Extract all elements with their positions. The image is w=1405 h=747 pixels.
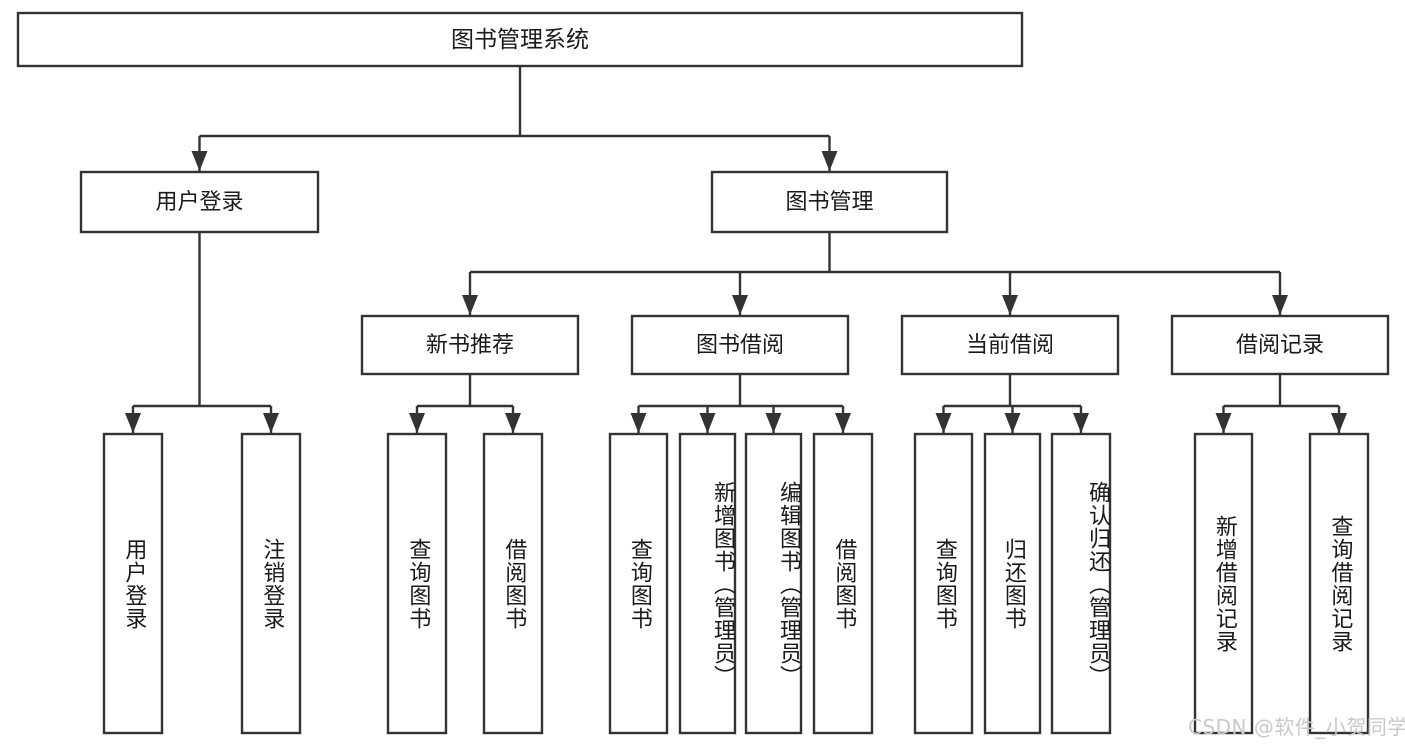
newbook-arrowhead-1 (505, 413, 521, 433)
root-arrowhead-0 (191, 151, 208, 171)
level3-box-3[interactable] (1170, 314, 1390, 376)
root-arrowhead-1 (821, 151, 838, 171)
book-mgmt-arrowhead-2 (1002, 295, 1018, 315)
leaf-box-1[interactable] (240, 432, 302, 735)
leaf-box-5[interactable] (678, 432, 737, 735)
leaf-box-3[interactable] (482, 432, 544, 735)
login-arrowhead-1 (263, 413, 279, 433)
level2-box-0[interactable] (79, 170, 320, 234)
root-box-0[interactable] (16, 11, 1024, 68)
borrow-arrowhead-3 (835, 413, 851, 433)
level3-box-0[interactable] (360, 314, 580, 376)
current-arrowhead-1 (1004, 413, 1021, 433)
level2-label-0: 用户登录 (155, 190, 243, 215)
borrow-arrowhead-1 (699, 413, 716, 433)
leaf-box-9[interactable] (983, 432, 1042, 735)
node-box-layer (16, 11, 1390, 735)
newbook-arrowhead-0 (409, 413, 425, 433)
records-arrowhead-0 (1215, 413, 1232, 433)
level2-box-1[interactable] (710, 170, 949, 234)
level3-box-2[interactable] (900, 314, 1120, 376)
leaf-box-0[interactable] (102, 432, 164, 735)
leaf-box-6[interactable] (744, 432, 803, 735)
level3-box-1[interactable] (630, 314, 850, 376)
leaf-box-11[interactable] (1193, 432, 1254, 735)
level3-label-3: 借阅记录 (1236, 333, 1324, 358)
level3-label-2: 当前借阅 (966, 333, 1054, 358)
csdn-watermark: CSDN @软件_小贺同学 (1188, 715, 1405, 739)
level2-label-1: 图书管理 (785, 190, 873, 215)
leaf-box-4[interactable] (608, 432, 669, 735)
current-arrowhead-0 (935, 413, 952, 433)
leaf-box-8[interactable] (913, 432, 974, 735)
level3-label-0: 新书推荐 (426, 333, 514, 358)
leaf-box-2[interactable] (386, 432, 448, 735)
book-mgmt-arrowhead-0 (462, 295, 478, 315)
book-mgmt-arrowhead-3 (1272, 295, 1288, 315)
connector-layer (125, 66, 1347, 433)
current-arrowhead-2 (1073, 413, 1089, 433)
leaf-box-10[interactable] (1050, 432, 1112, 735)
leaf-box-12[interactable] (1308, 432, 1370, 735)
level3-label-1: 图书借阅 (696, 333, 784, 358)
book-mgmt-arrowhead-1 (732, 295, 748, 315)
borrow-arrowhead-2 (765, 413, 782, 433)
borrow-arrowhead-0 (630, 413, 647, 433)
root-label-0: 图书管理系统 (451, 27, 589, 53)
records-arrowhead-1 (1331, 413, 1347, 433)
login-arrowhead-0 (125, 413, 141, 433)
leaf-box-7[interactable] (812, 432, 874, 735)
